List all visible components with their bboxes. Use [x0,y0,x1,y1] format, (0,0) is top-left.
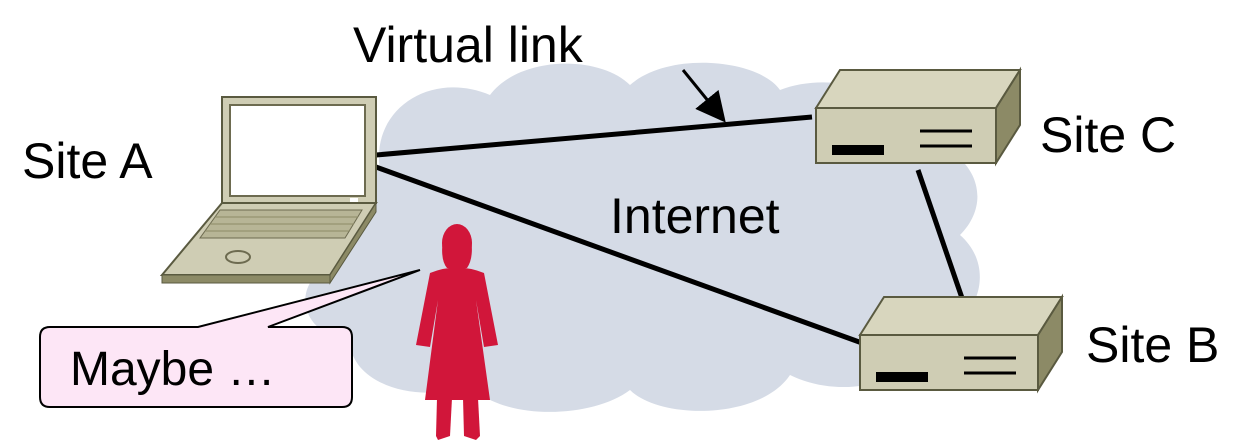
virtual-link-arrow [681,69,726,123]
internet-label: Internet [610,188,780,244]
callout-bubble [39,269,421,408]
link-a-to-c [375,114,813,158]
link-c-to-b [915,169,965,299]
site-a-label: Site A [22,133,153,189]
router-icon-site-b [858,293,1064,394]
callout-text: Maybe … [70,343,275,396]
router-icon-site-c [814,66,1022,167]
site-c-label: Site C [1040,107,1176,163]
site-b-label: Site B [1086,317,1219,373]
link-a-to-b [375,164,863,346]
virtual-link-label: Virtual link [353,17,584,73]
laptop-icon [159,96,378,285]
links [375,114,965,346]
person-icon [416,224,498,440]
